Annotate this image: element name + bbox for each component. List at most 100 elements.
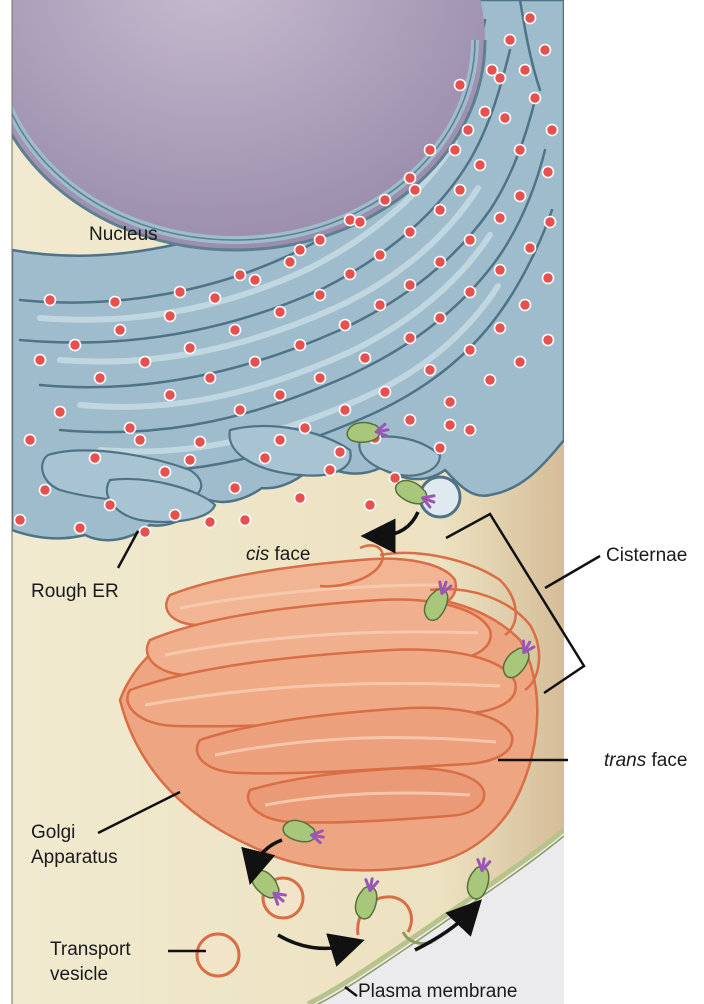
ribosome <box>235 270 246 281</box>
plasma-membrane-label: Plasma membrane <box>358 980 517 1003</box>
ribosome <box>275 307 286 318</box>
rough-er-label: Rough ER <box>31 580 119 603</box>
ribosome <box>525 243 536 254</box>
ribosome <box>520 65 531 76</box>
ribosome <box>275 390 286 401</box>
ribosome <box>375 250 386 261</box>
ribosome <box>140 357 151 368</box>
ribosome <box>405 173 416 184</box>
nucleus-label: Nucleus <box>89 223 158 246</box>
ribosome <box>140 527 151 538</box>
ribosome <box>435 443 446 454</box>
ribosome <box>250 357 261 368</box>
ribosome <box>210 293 221 304</box>
ribosome <box>230 483 241 494</box>
ribosome <box>365 500 376 511</box>
ribosome <box>540 45 551 56</box>
ribosome <box>410 185 421 196</box>
ribosome <box>335 447 346 458</box>
ribosome <box>240 515 251 526</box>
ribosome <box>315 290 326 301</box>
ribosome <box>295 493 306 504</box>
ribosome <box>525 13 536 24</box>
ribosome <box>495 265 506 276</box>
ribosome <box>340 405 351 416</box>
ribosome <box>547 125 558 136</box>
ribosome <box>345 215 356 226</box>
ribosome <box>475 160 486 171</box>
ribosome <box>355 217 366 228</box>
ribosome <box>455 80 466 91</box>
ribosome <box>405 280 416 291</box>
ribosome <box>165 390 176 401</box>
ribosome <box>463 125 474 136</box>
ribosome <box>45 295 56 306</box>
ribosome <box>545 217 556 228</box>
ribosome <box>135 435 146 446</box>
ribosome <box>55 407 66 418</box>
ribosome <box>435 205 446 216</box>
ribosome <box>90 453 101 464</box>
ribosome <box>70 340 81 351</box>
ribosome <box>40 485 51 496</box>
ribosome <box>500 113 511 124</box>
ribosome <box>170 510 181 521</box>
ribosome <box>450 145 461 156</box>
ribosome <box>405 227 416 238</box>
ribosome <box>315 235 326 246</box>
ribosome <box>495 323 506 334</box>
ribosome <box>360 353 371 364</box>
ribosome <box>380 387 391 398</box>
ribosome <box>315 373 326 384</box>
cisternae-label: Cisternae <box>606 544 687 567</box>
ribosome <box>465 235 476 246</box>
trans-face-label: trans face <box>604 749 687 772</box>
ribosome <box>185 343 196 354</box>
ribosome <box>515 191 526 202</box>
ribosome <box>325 465 336 476</box>
ribosome <box>95 373 106 384</box>
golgi-label-line2: Apparatus <box>31 846 118 869</box>
ribosome <box>435 313 446 324</box>
ribosome <box>160 467 171 478</box>
ribosome <box>543 273 554 284</box>
ribosome <box>380 195 391 206</box>
ribosome <box>515 357 526 368</box>
ribosome <box>465 345 476 356</box>
ribosome <box>425 365 436 376</box>
ribosome <box>295 245 306 256</box>
ribosome <box>165 311 176 322</box>
cis-face-text: face <box>269 544 310 565</box>
ribosome <box>295 340 306 351</box>
ribosome <box>235 405 246 416</box>
ribosome <box>465 287 476 298</box>
cis-italic-text: cis <box>246 544 269 565</box>
ribosome <box>520 300 531 311</box>
ribosome <box>543 335 554 346</box>
golgi-label-line1: Golgi <box>31 821 75 844</box>
ribosome <box>205 373 216 384</box>
ribosome <box>195 437 206 448</box>
ribosome <box>425 145 436 156</box>
ribosome <box>25 435 36 446</box>
ribosome <box>125 423 136 434</box>
ribosome <box>175 287 186 298</box>
trans-italic-text: trans <box>604 750 646 771</box>
ribosome <box>250 275 261 286</box>
ribosome <box>455 185 466 196</box>
ribosome <box>275 435 286 446</box>
ribosome <box>435 257 446 268</box>
ribosome <box>35 355 46 366</box>
ribosome <box>115 325 126 336</box>
ribosome <box>480 107 491 118</box>
ribosome <box>300 423 311 434</box>
ribosome <box>375 300 386 311</box>
ribosome <box>515 145 526 156</box>
ribosome <box>110 297 121 308</box>
ribosome <box>465 425 476 436</box>
ribosome <box>185 455 196 466</box>
ribosome <box>495 73 506 84</box>
trans-face-text: face <box>646 750 687 771</box>
ribosome <box>105 500 116 511</box>
ribosome <box>543 167 554 178</box>
